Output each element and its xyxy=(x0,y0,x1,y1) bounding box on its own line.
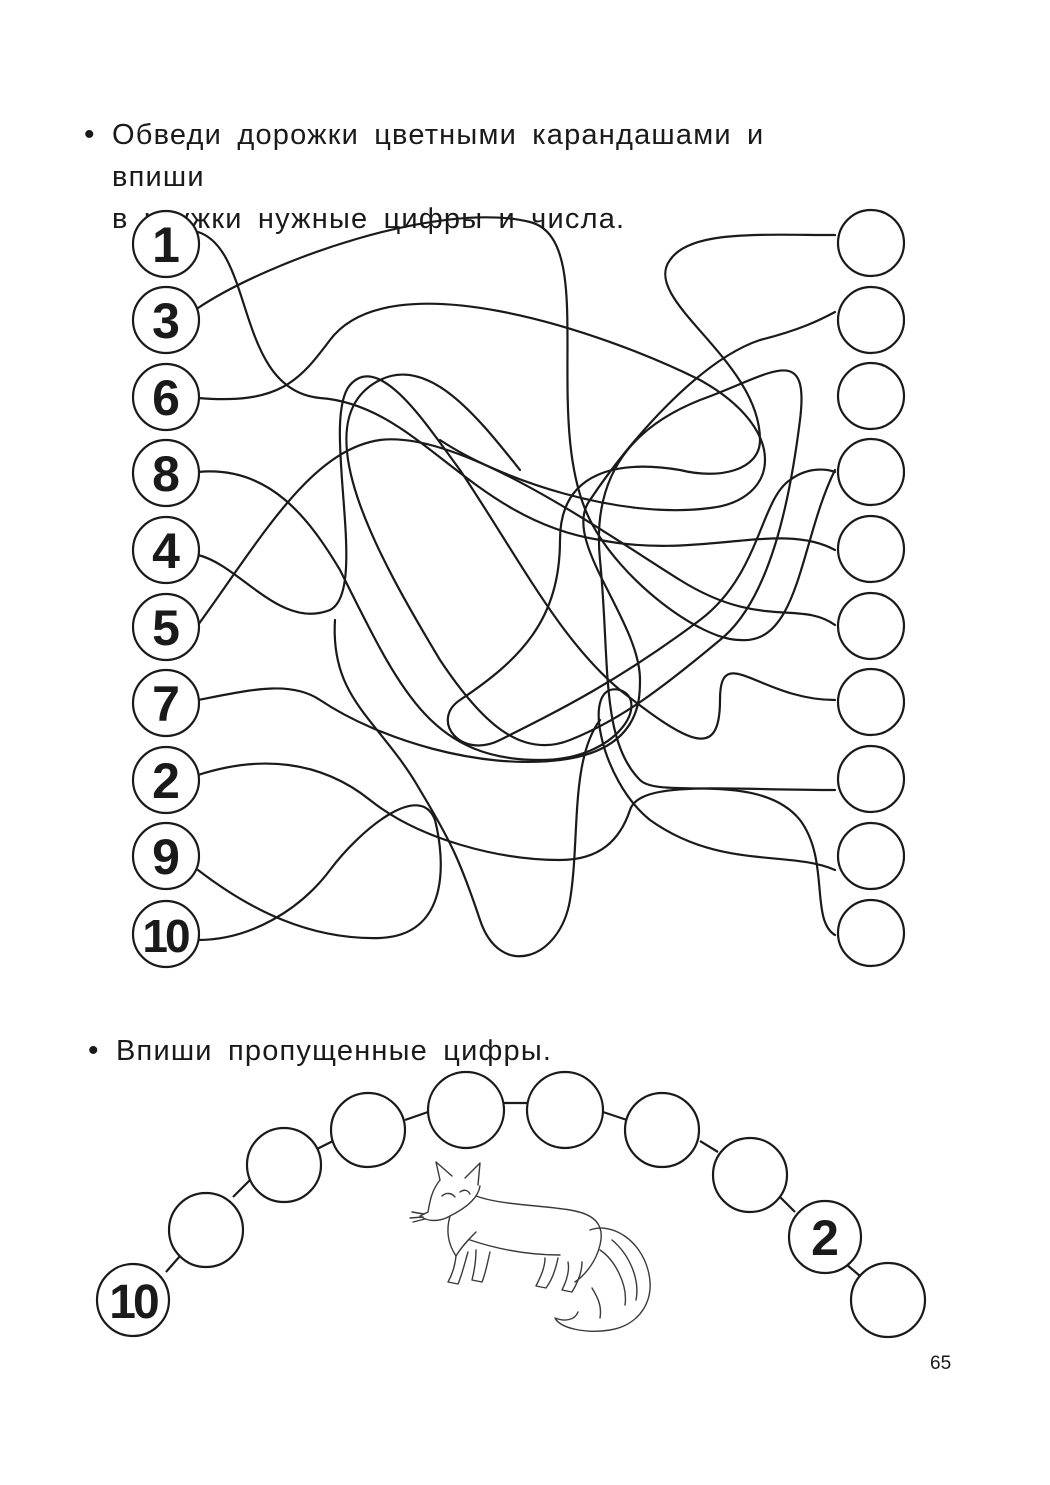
left-circle-7: 7 xyxy=(131,668,201,738)
left-circle-1: 1 xyxy=(131,209,201,279)
task-1-line-2: в кружки нужные цифры и числа. xyxy=(112,203,626,235)
left-circle-4: 8 xyxy=(131,438,201,508)
answer-circle-4[interactable] xyxy=(836,437,906,507)
arc-circle-blank-4[interactable] xyxy=(426,1070,506,1150)
answer-circle-1[interactable] xyxy=(836,208,906,278)
bullet-1: • xyxy=(84,118,96,151)
left-number-9: 9 xyxy=(152,829,180,885)
left-circle-6: 5 xyxy=(131,592,201,662)
answer-circle-8[interactable] xyxy=(836,744,906,814)
fox-illustration xyxy=(409,1161,651,1332)
arc-circle-blank-1[interactable] xyxy=(167,1191,245,1269)
arc-circle-blank-8[interactable] xyxy=(849,1261,927,1339)
left-number-3: 6 xyxy=(152,370,180,426)
bullet-2: • xyxy=(88,1034,100,1067)
answer-circle-7[interactable] xyxy=(836,667,906,737)
arc-circle-blank-2[interactable] xyxy=(245,1126,323,1204)
maze-paths xyxy=(196,216,837,958)
maze-path-3[interactable] xyxy=(196,302,767,512)
answer-circle-2[interactable] xyxy=(836,285,906,355)
answer-circle-3[interactable] xyxy=(836,361,906,431)
arc-connectors xyxy=(165,1101,861,1277)
maze-path-4[interactable] xyxy=(196,470,837,872)
left-number-6: 5 xyxy=(152,600,180,656)
maze-path-9[interactable] xyxy=(196,804,442,942)
answer-circle-6[interactable] xyxy=(836,591,906,661)
left-number-column: 1 3 6 8 4 5 7 2 xyxy=(131,209,201,969)
maze-path-8[interactable] xyxy=(196,762,837,862)
right-answer-column xyxy=(836,208,906,968)
left-circle-2: 3 xyxy=(131,285,201,355)
maze-path-10[interactable] xyxy=(446,233,837,747)
arc-given-number: 2 xyxy=(811,1210,839,1266)
left-number-8: 2 xyxy=(152,753,180,809)
left-number-7: 7 xyxy=(152,676,180,732)
left-circle-5: 4 xyxy=(131,515,201,585)
left-circle-8: 2 xyxy=(131,745,201,815)
arc-circle-blank-5[interactable] xyxy=(525,1070,605,1150)
left-number-5: 4 xyxy=(152,523,180,579)
task-1-instruction: • Обведи дорожки цветными карандашами и … xyxy=(84,114,872,240)
answer-circle-10[interactable] xyxy=(836,898,906,968)
arc-circle-blank-7[interactable] xyxy=(711,1136,789,1214)
maze-path-6[interactable] xyxy=(196,438,837,627)
left-circle-9: 9 xyxy=(131,821,201,891)
left-number-1: 1 xyxy=(152,217,180,273)
task-2-instruction: • Впиши пропущенные цифры. xyxy=(88,1030,716,1072)
arc-circle-start xyxy=(95,1262,171,1338)
arc-circle-blank-6[interactable] xyxy=(623,1091,701,1169)
number-arc: 10 2 xyxy=(95,1070,927,1339)
answer-circle-9[interactable] xyxy=(836,821,906,891)
left-circle-3: 6 xyxy=(131,362,201,432)
arc-circle-given xyxy=(787,1199,863,1275)
left-number-2: 3 xyxy=(152,293,180,349)
maze-path-11[interactable] xyxy=(345,369,837,937)
left-number-10: 10 xyxy=(142,910,189,962)
answer-circle-5[interactable] xyxy=(836,514,906,584)
left-circle-10: 10 xyxy=(131,899,201,969)
maze-path-1[interactable] xyxy=(196,230,837,552)
maze-path-5[interactable] xyxy=(196,375,837,740)
left-number-4: 8 xyxy=(152,446,180,502)
arc-circle-blank-3[interactable] xyxy=(329,1091,407,1169)
maze-path-7[interactable] xyxy=(196,310,837,764)
page-number: 65 xyxy=(930,1353,952,1374)
task-1-line-1: Обведи дорожки цветными карандашами и вп… xyxy=(112,119,765,193)
arc-start-number: 10 xyxy=(109,1276,158,1329)
maze-path-12[interactable] xyxy=(333,618,602,958)
maze-path-2[interactable] xyxy=(196,216,837,642)
task-2-text: Впиши пропущенные цифры. xyxy=(116,1035,553,1067)
